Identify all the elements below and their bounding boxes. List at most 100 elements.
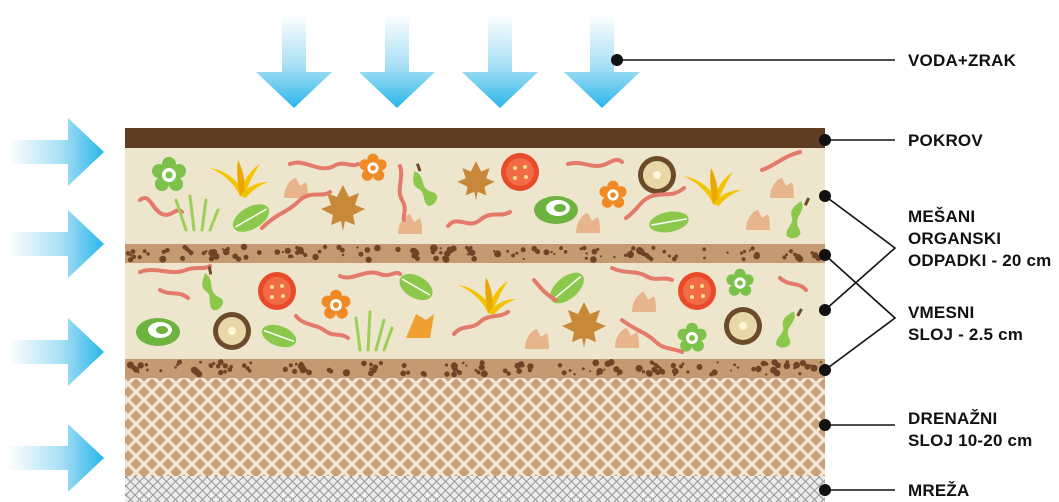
kiwi-icon	[213, 312, 251, 350]
granule	[128, 257, 133, 262]
granule	[641, 252, 646, 257]
granule	[288, 255, 292, 259]
granule	[275, 249, 281, 255]
granule	[662, 250, 666, 254]
granule	[176, 364, 179, 367]
granule	[292, 369, 297, 374]
granule	[703, 257, 706, 260]
granule	[241, 244, 247, 250]
cabbage-icon	[136, 318, 180, 346]
label-cover: POKROV	[908, 131, 983, 150]
granule	[209, 364, 213, 368]
granule	[211, 249, 217, 255]
granule	[682, 362, 685, 365]
granule	[795, 254, 802, 261]
mesh-layer	[125, 476, 825, 502]
cabbage-icon	[534, 196, 578, 224]
granule	[343, 369, 350, 376]
granule	[318, 250, 322, 254]
granule	[446, 257, 449, 260]
down-arrow-icon	[462, 14, 538, 108]
granule	[146, 252, 149, 255]
tomato-slice-icon	[678, 272, 716, 310]
granule	[244, 255, 249, 260]
label-water-air: VODA+ZRAK	[908, 51, 1017, 70]
granule	[242, 363, 247, 368]
granule	[216, 364, 221, 369]
granule	[774, 370, 781, 377]
granule	[199, 361, 202, 364]
granule	[642, 370, 645, 373]
granule	[589, 370, 591, 372]
granule	[227, 367, 232, 372]
label-mixed-organic-3: ODPADKI - 20 cm	[908, 251, 1051, 270]
granule	[506, 371, 510, 375]
granule	[145, 363, 148, 366]
right-arrow-icon	[8, 210, 104, 278]
down-arrow-icon	[564, 14, 640, 108]
granule	[368, 371, 374, 377]
granule	[465, 365, 467, 367]
granule	[295, 363, 298, 366]
granule	[586, 252, 588, 254]
granule	[647, 371, 653, 377]
side-air-arrows	[8, 118, 104, 492]
granule	[649, 257, 653, 261]
granule	[182, 257, 185, 260]
granule	[805, 364, 811, 370]
granule	[133, 367, 139, 373]
layer-labels: VODA+ZRAK POKROV MEŠANI ORGANSKI ODPADKI…	[908, 51, 1051, 500]
label-mixed-organic-1: MEŠANI	[908, 207, 975, 226]
granule	[592, 249, 598, 255]
granule	[366, 257, 372, 263]
tomato-slice-icon	[501, 153, 539, 191]
granule	[651, 246, 655, 250]
granule	[702, 247, 706, 251]
granule	[726, 252, 728, 254]
granule	[471, 250, 476, 255]
granule	[189, 252, 192, 255]
label-drainage-2: SLOJ 10-20 cm	[908, 431, 1033, 450]
granule	[451, 371, 457, 377]
granule	[451, 362, 458, 369]
granule	[457, 370, 462, 375]
kiwi-icon	[638, 156, 676, 194]
granule	[361, 361, 367, 367]
tomato-slice-icon	[258, 272, 296, 310]
granule	[218, 370, 223, 375]
label-drainage-1: DRENAŽNI	[908, 409, 997, 428]
granule	[811, 365, 818, 372]
granule	[686, 370, 689, 373]
granule	[535, 249, 540, 254]
granule	[585, 257, 588, 260]
granule	[636, 365, 643, 372]
granule	[433, 256, 439, 262]
granule	[596, 368, 603, 375]
granule	[558, 363, 562, 367]
granule	[480, 360, 484, 364]
granule	[369, 367, 372, 370]
granule	[761, 361, 767, 367]
granule	[751, 367, 756, 372]
granule	[395, 247, 400, 252]
granule	[711, 369, 717, 375]
granule	[668, 255, 671, 258]
granule	[365, 247, 371, 253]
granule	[138, 255, 142, 259]
granule	[751, 246, 755, 250]
granule	[516, 368, 522, 374]
granule	[440, 247, 442, 249]
granule	[624, 254, 627, 257]
down-arrow-icon	[256, 14, 332, 108]
granule	[445, 363, 448, 366]
granule	[613, 256, 615, 258]
granule	[820, 361, 822, 363]
granule	[340, 248, 345, 253]
granule	[476, 370, 480, 374]
granule	[196, 371, 203, 378]
granule	[671, 363, 676, 368]
granule	[283, 367, 288, 372]
granule	[289, 363, 293, 367]
granule	[358, 252, 363, 257]
